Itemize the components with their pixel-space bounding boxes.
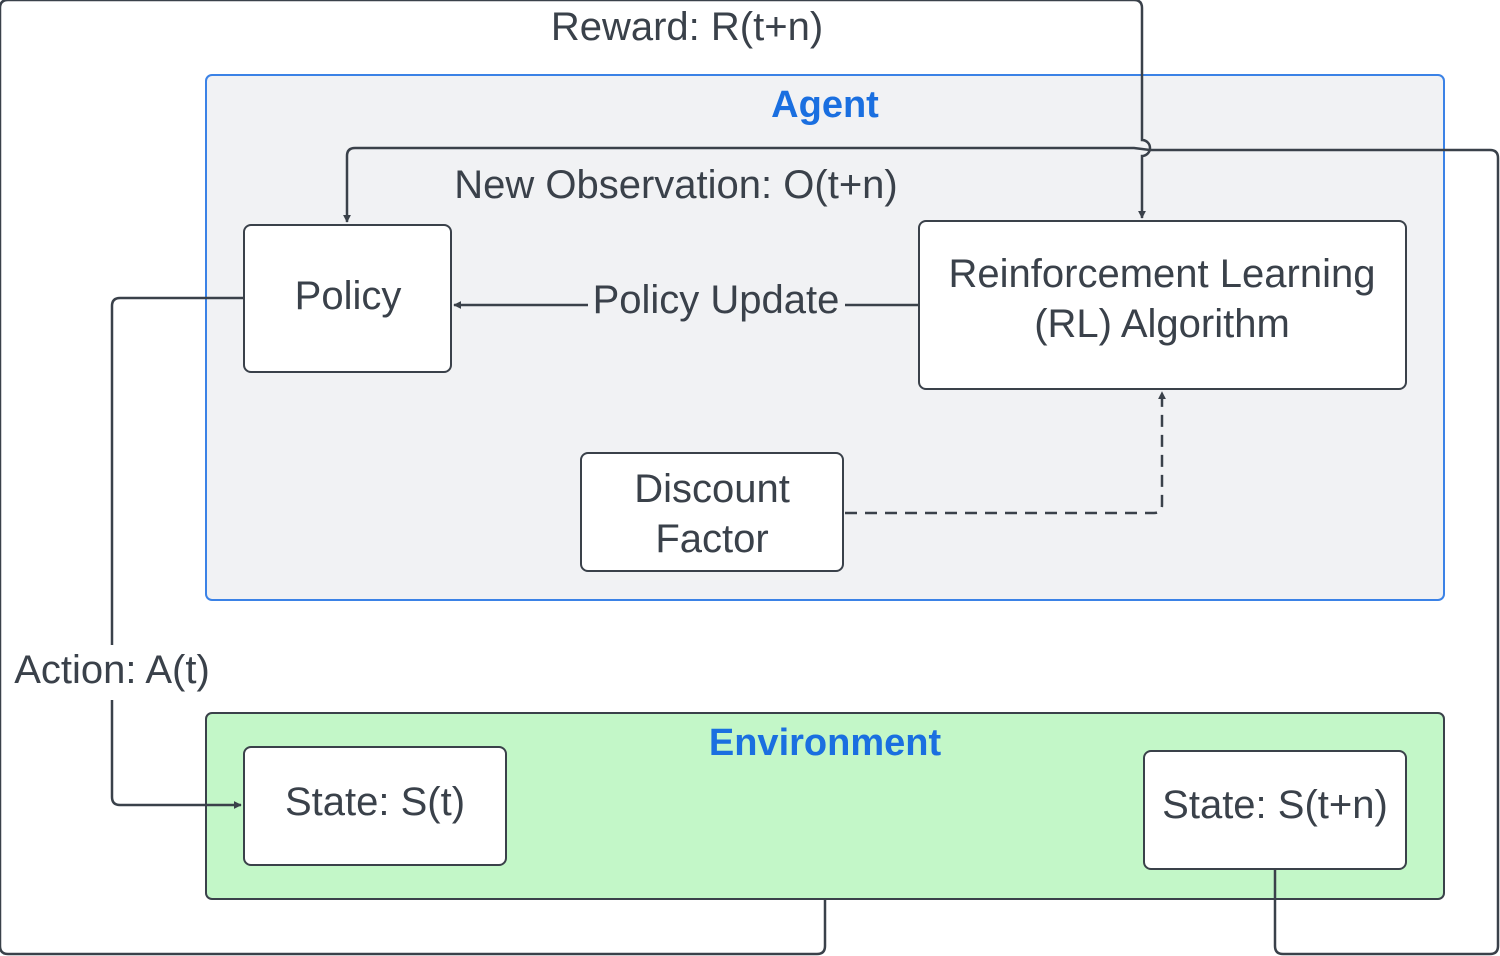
new-observation-edge: [343, 146, 1500, 956]
agent-container: Agent: [205, 74, 1445, 601]
rl-algorithm-label-line1: Reinforcement Learning: [949, 252, 1376, 296]
new-observation-label: New Observation: O(t+n): [454, 163, 898, 207]
discount-factor-label-line1: Discount: [634, 467, 790, 511]
reward-edge: [0, 0, 1152, 956]
policy-label: Policy: [295, 274, 402, 318]
reward-label: Reward: R(t+n): [551, 5, 823, 49]
state-t-node: State: S(t): [243, 746, 507, 866]
policy-update-label: Policy Update: [593, 278, 840, 322]
agent-title: Agent: [771, 84, 879, 126]
rl-algorithm-node: Reinforcement Learning (RL) Algorithm: [918, 220, 1407, 390]
policy-node: Policy: [243, 224, 452, 373]
action-edge-upper: [110, 296, 243, 645]
discount-factor-label-line2: Factor: [655, 517, 768, 561]
action-edge-lower: [110, 700, 242, 809]
state-tn-label: State: S(t+n): [1162, 783, 1388, 827]
discount-factor-node: Discount Factor: [580, 452, 844, 572]
environment-title: Environment: [709, 722, 942, 764]
action-label: Action: A(t): [14, 648, 210, 692]
state-tn-node: State: S(t+n): [1143, 750, 1407, 870]
environment-container: Environment: [205, 712, 1445, 900]
state-t-label: State: S(t): [285, 780, 465, 824]
discount-edge: [845, 391, 1166, 515]
rl-algorithm-label-line2: (RL) Algorithm: [1034, 302, 1290, 346]
